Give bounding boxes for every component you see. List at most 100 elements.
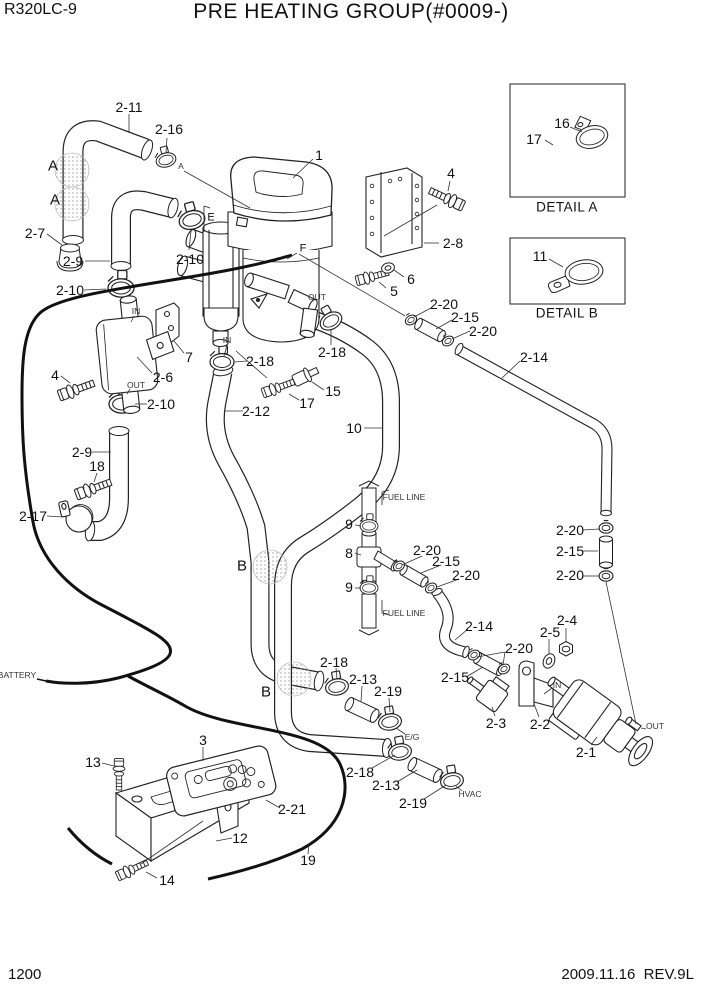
part-label: 4 — [51, 367, 59, 383]
part-label: 2-15 — [555, 543, 585, 559]
part-label: 2-20 — [555, 522, 585, 538]
part-label: 2-9 — [62, 253, 84, 269]
part-label: FUEL LINE — [382, 607, 426, 618]
part-label: 2-20 — [555, 567, 585, 583]
detail-box-a — [509, 83, 626, 198]
part-label: 2-20 — [412, 542, 442, 558]
part-label: 2-20 — [468, 323, 498, 339]
part-label: 5 — [390, 283, 398, 299]
part-label: 2-4 — [556, 612, 578, 628]
part-label: 2-9 — [71, 444, 93, 460]
part-label: 2-18 — [317, 344, 347, 360]
part-label: E/G — [404, 731, 420, 742]
part-label: 2-20 — [504, 640, 534, 656]
part-label: HVAC — [458, 788, 482, 799]
expansion-tank — [95, 295, 180, 414]
part-label: 16 — [554, 115, 570, 131]
detail-box-b — [509, 237, 626, 305]
part-label: 17 — [299, 395, 315, 411]
heater-unit — [176, 156, 333, 348]
part-label: 2-14 — [519, 349, 549, 365]
revision-date: 2009.11.16 REV.9L — [561, 966, 694, 983]
part-label: 12 — [232, 830, 248, 846]
part-label: 2-10 — [146, 396, 176, 412]
controller — [166, 745, 277, 817]
model-code: R320LC-9 — [4, 1, 77, 18]
part-label: 2-2 — [529, 716, 551, 732]
leader-lines — [46, 114, 647, 879]
part-label: 2-1 — [575, 744, 597, 760]
part-label: 8 — [345, 545, 353, 561]
part-label: 2-8 — [442, 235, 464, 251]
part-label: 6 — [407, 271, 415, 287]
part-label: 2-17 — [18, 508, 48, 524]
part-label: 2-7 — [24, 225, 46, 241]
part-label: 15 — [325, 383, 341, 399]
mounting-plate — [365, 167, 423, 258]
part-label: 17 — [526, 131, 542, 147]
part-label: 11 — [532, 248, 548, 264]
part-label: A — [47, 157, 59, 175]
fuel-line-tee — [356, 480, 400, 636]
part-label: 2-15 — [450, 309, 480, 325]
wiring-harness — [20, 253, 347, 881]
part-label: 2-10 — [175, 251, 205, 267]
part-label: 2-15 — [431, 553, 461, 569]
part-label: 1 — [315, 147, 323, 163]
part-label: 2-21 — [277, 801, 307, 817]
cap-2-7 — [56, 243, 84, 272]
part-label: F — [299, 242, 307, 255]
part-label: IN — [131, 305, 141, 316]
part-label: 10 — [346, 420, 362, 436]
part-label: 2-19 — [398, 795, 428, 811]
part-label: 2-11 — [115, 99, 143, 115]
part-label: 2-20 — [451, 567, 481, 583]
part-label: 2-16 — [154, 121, 184, 137]
part-label: 7 — [185, 349, 193, 365]
connector-tubes — [344, 317, 613, 783]
part-label: OUT — [127, 379, 145, 390]
fuel-pump-group — [466, 660, 654, 767]
part-label: B — [236, 557, 248, 575]
fasteners — [56, 131, 578, 883]
part-label: A — [178, 160, 184, 171]
part-label: IN — [552, 679, 562, 690]
part-label: 2-3 — [485, 715, 507, 731]
part-label: 2-10 — [55, 282, 85, 298]
part-label: IN — [222, 334, 232, 345]
part-label: 2-13 — [371, 777, 401, 793]
part-label: 18 — [89, 458, 105, 474]
page-number: 1200 — [8, 966, 42, 983]
part-label: 2-18 — [319, 654, 349, 670]
part-label: 2-12 — [241, 403, 271, 419]
part-label: 9 — [345, 516, 353, 532]
part-label: 2-15 — [440, 669, 470, 685]
part-label: 2-14 — [464, 618, 494, 634]
part-label: BATTERY — [0, 669, 37, 680]
part-label: 2-18 — [245, 353, 275, 369]
part-label: OUT — [646, 720, 664, 731]
part-label: 2-18 — [345, 764, 375, 780]
part-label: DETAIL A — [536, 199, 598, 215]
part-label: 13 — [85, 754, 101, 770]
part-label: 3 — [199, 732, 207, 748]
part-label: 2-20 — [429, 296, 459, 312]
part-label: 9 — [345, 579, 353, 595]
part-label: A — [49, 191, 61, 209]
part-label: DETAIL B — [535, 305, 599, 321]
clamp-2-17 — [58, 500, 94, 533]
part-label: 2-6 — [152, 369, 174, 385]
part-label: OUT — [308, 291, 326, 302]
part-label: 2-13 — [348, 671, 378, 687]
part-label: 19 — [300, 852, 316, 868]
part-label: 2-5 — [539, 624, 561, 640]
part-label: E — [207, 211, 215, 224]
part-label: B — [260, 683, 272, 701]
part-label: FUEL LINE — [382, 491, 426, 502]
hoses — [54, 120, 613, 758]
part-label: 2-19 — [373, 683, 403, 699]
part-label: 4 — [447, 165, 455, 181]
